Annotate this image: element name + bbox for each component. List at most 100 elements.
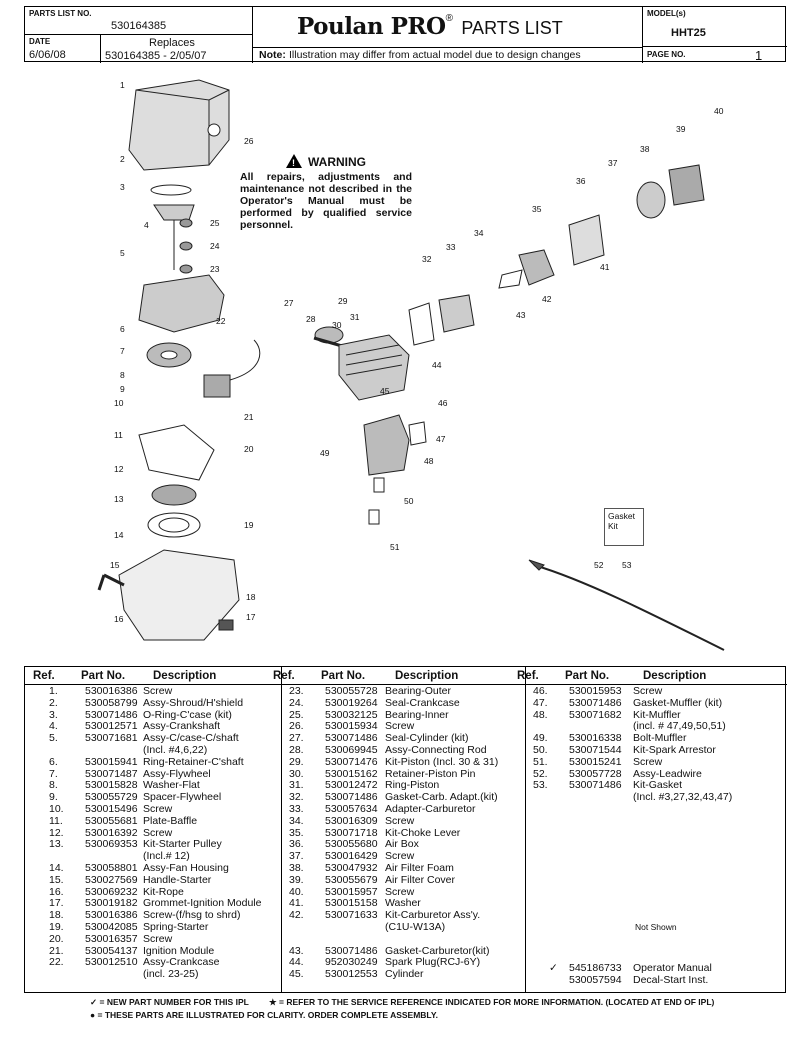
cell-desc: Screw bbox=[143, 826, 173, 839]
cell-part: 530015162 bbox=[325, 767, 378, 780]
cell-part: 530016386 bbox=[85, 909, 138, 922]
cell-part: 530012571 bbox=[85, 720, 138, 733]
cell-ref: 4. bbox=[49, 720, 58, 733]
cell-desc: Spacer-Flywheel bbox=[143, 791, 222, 804]
table-row: (Incl. #4,6,22) bbox=[25, 744, 281, 757]
callout-25: 25 bbox=[210, 218, 220, 228]
cell-ref: 53. bbox=[533, 779, 548, 792]
cell-part: 530055729 bbox=[85, 791, 138, 804]
cell-part: 530019182 bbox=[85, 897, 138, 910]
callout-40: 40 bbox=[714, 106, 724, 116]
cell-part: 530055679 bbox=[325, 873, 378, 886]
note-text: Illustration may differ from actual mode… bbox=[289, 49, 581, 61]
gasket-kit-box: Gasket Kit bbox=[604, 508, 644, 546]
cell-part: 530071486 bbox=[325, 732, 378, 745]
cell-ref: 47. bbox=[533, 696, 548, 709]
callout-53: 53 bbox=[622, 560, 632, 570]
cell-ref: 46. bbox=[533, 685, 548, 697]
cell-ref: 26. bbox=[289, 720, 304, 733]
cell-ref: 40. bbox=[289, 885, 304, 898]
cell-desc: Assy-Leadwire bbox=[633, 767, 702, 780]
cell-part: 530057728 bbox=[569, 767, 622, 780]
header-ref: Ref. bbox=[33, 670, 55, 682]
table-row: 4. 530012571 Assy-Crankshaft bbox=[25, 721, 281, 733]
document-title: PARTS LIST bbox=[461, 18, 563, 38]
cell-part: 530015241 bbox=[569, 755, 622, 768]
cell-part: 530055728 bbox=[325, 685, 378, 697]
cell-part: 530012510 bbox=[85, 956, 138, 969]
cell-desc: Screw bbox=[143, 685, 173, 697]
warning-text: All repairs, adjustments and maintenance… bbox=[240, 171, 412, 231]
model-cell: MODEL(s) HHT25 bbox=[643, 7, 787, 47]
callout-21: 21 bbox=[244, 412, 254, 422]
cell-ref: 11. bbox=[49, 814, 63, 827]
cell-part: 530015496 bbox=[85, 802, 138, 815]
table-row bbox=[281, 934, 525, 946]
callout-13: 13 bbox=[114, 494, 124, 504]
header-desc: Description bbox=[395, 670, 459, 682]
cell-desc: Screw bbox=[143, 932, 173, 945]
parts-list-no-label: PARTS LIST NO. bbox=[29, 9, 92, 18]
cell-part: 530015158 bbox=[325, 897, 378, 910]
cell-part: 530071718 bbox=[325, 826, 378, 839]
cell-desc: Adapter-Carburetor bbox=[385, 802, 476, 815]
cell-part: 530054137 bbox=[85, 944, 138, 957]
cell-part: 530071633 bbox=[325, 909, 378, 922]
cell-desc: Retainer-Piston Pin bbox=[385, 767, 476, 780]
callout-17: 17 bbox=[246, 612, 256, 622]
parts-list-no: 530164385 bbox=[111, 20, 167, 32]
cell-ref: 51. bbox=[533, 755, 548, 768]
cell-ref: 22. bbox=[49, 956, 64, 969]
callout-47: 47 bbox=[436, 434, 446, 444]
warning-triangle-icon bbox=[286, 154, 302, 169]
cell-part: 530016386 bbox=[85, 685, 138, 697]
cell-desc: Assy-Crankshaft bbox=[143, 720, 221, 733]
bullet-dot-icon: ● bbox=[90, 1010, 96, 1020]
cell-ref: 38. bbox=[289, 861, 304, 874]
footnote-line-2: ● = THESE PARTS ARE ILLUSTRATED FOR CLAR… bbox=[90, 1009, 790, 1022]
cell-ref: 16. bbox=[49, 885, 64, 898]
cell-desc: Screw bbox=[633, 685, 663, 697]
cell-desc: Bearing-Outer bbox=[385, 685, 451, 697]
cell-part: 530015934 bbox=[325, 720, 378, 733]
cell-desc: Kit-Piston (Incl. 30 & 31) bbox=[385, 755, 499, 768]
cell-desc: Air Box bbox=[385, 838, 419, 851]
cell-part: 530071487 bbox=[85, 767, 138, 780]
cell-ref: 17. bbox=[49, 897, 64, 910]
cell-ref: 27. bbox=[289, 732, 304, 745]
cell-part: 530012553 bbox=[325, 968, 378, 981]
cell-part: 530057634 bbox=[325, 802, 378, 815]
cell-desc: Kit-Carburetor Ass'y. bbox=[385, 909, 481, 922]
cell-desc: O-Ring-C'case (kit) bbox=[143, 708, 232, 721]
callout-12: 12 bbox=[114, 464, 124, 474]
cell-desc: Bearing-Inner bbox=[385, 708, 449, 721]
cell-part: 530042085 bbox=[85, 920, 138, 933]
cell-part: 530071544 bbox=[569, 743, 622, 756]
cell-ref: 9. bbox=[49, 791, 58, 804]
cell-desc: Operator Manual bbox=[633, 962, 712, 974]
cell-desc: Assy-Flywheel bbox=[143, 767, 211, 780]
cell-desc: Handle-Starter bbox=[143, 873, 212, 886]
